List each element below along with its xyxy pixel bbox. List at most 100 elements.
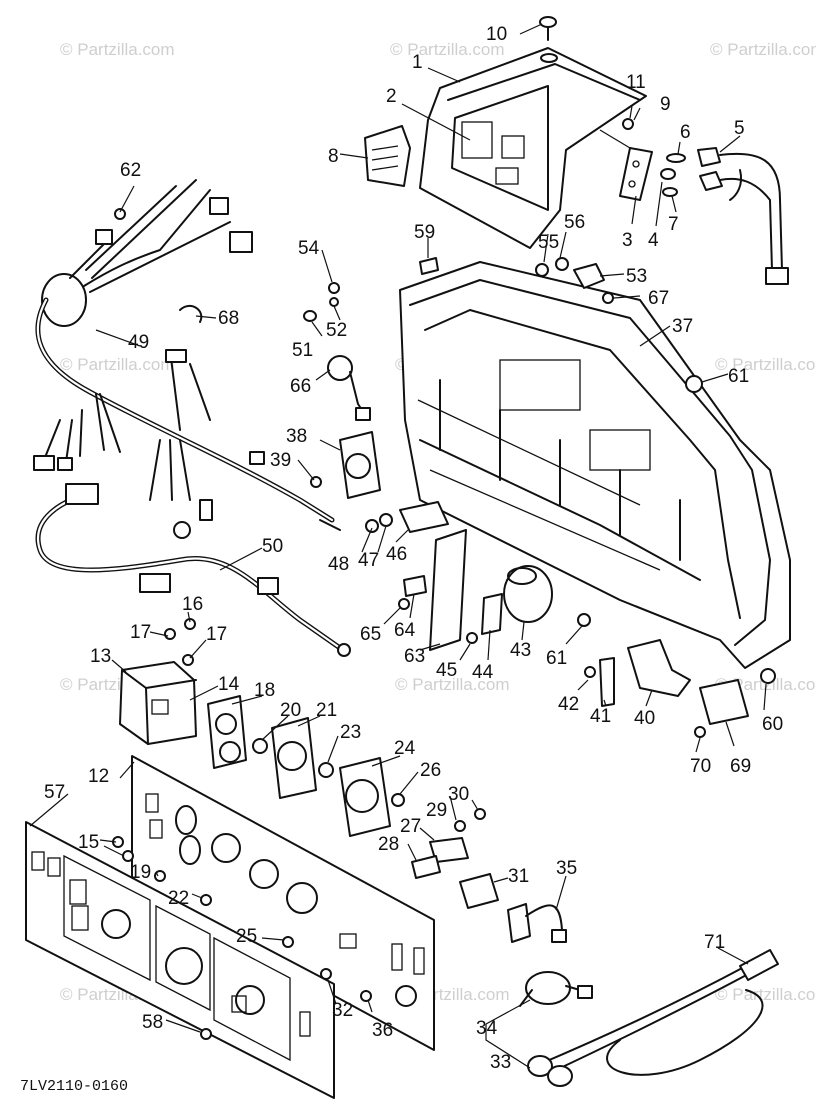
part-wiring-harness [33, 179, 351, 657]
callout-6: 6 [680, 122, 691, 143]
part-switches [411, 808, 567, 943]
callout-39: 39 [270, 450, 291, 471]
callout-65: 65 [360, 624, 381, 645]
part-front-plate [25, 821, 335, 1099]
callout-54: 54 [298, 238, 320, 259]
part-top-cover [419, 47, 647, 249]
part-small-hardware-top [303, 257, 614, 322]
part-frame [399, 261, 791, 669]
callout-13: 13 [90, 646, 111, 667]
watermark: © Partzilla.com [395, 675, 510, 694]
callout-35: 35 [556, 858, 577, 879]
callout-23: 23 [340, 722, 361, 743]
callout-34: 34 [476, 1018, 498, 1039]
callout-71: 71 [704, 932, 725, 953]
callout-46: 46 [386, 544, 407, 565]
callout-51: 51 [292, 340, 313, 361]
callout-22: 22 [168, 888, 189, 909]
callout-49: 49 [128, 332, 149, 353]
callout-29: 29 [426, 800, 447, 821]
part-plug-and-cord [519, 949, 779, 1087]
part-receptacles [207, 695, 405, 837]
callout-44: 44 [472, 662, 494, 683]
callout-31: 31 [508, 866, 529, 887]
part-lower-right-components [577, 375, 776, 738]
callout-60: 60 [762, 714, 783, 735]
watermark: © Partzilla.com [60, 355, 175, 374]
callout-66: 66 [290, 376, 311, 397]
callout-19: 19 [130, 862, 151, 883]
callout-11: 11 [626, 72, 646, 93]
watermark: © Partzilla.com [715, 355, 816, 374]
watermark: © Partzilla.com [60, 40, 175, 59]
callout-26: 26 [420, 760, 441, 781]
callout-47: 47 [358, 550, 379, 571]
callout-63: 63 [404, 646, 425, 667]
callout-55: 55 [538, 232, 559, 253]
callout-18: 18 [254, 680, 275, 701]
callout-25: 25 [236, 926, 257, 947]
callout-27: 27 [400, 816, 421, 837]
callout-37: 37 [672, 316, 693, 337]
callout-30: 30 [448, 784, 469, 805]
callout-69: 69 [730, 756, 751, 777]
callout-57: 57 [44, 782, 65, 803]
callout-33: 33 [490, 1052, 511, 1073]
parts-drawing [25, 16, 791, 1099]
callout-50: 50 [262, 536, 283, 557]
callout-17a: 17 [130, 622, 151, 643]
callout-62: 62 [120, 160, 141, 181]
callout-24: 24 [394, 738, 416, 759]
watermark: © Partzilla.com [390, 40, 505, 59]
callout-43: 43 [510, 640, 531, 661]
callout-67: 67 [648, 288, 669, 309]
callout-1: 1 [412, 52, 423, 73]
callout-53: 53 [626, 266, 647, 287]
part-screw-10 [539, 16, 557, 41]
callout-61a: 61 [728, 366, 749, 387]
callout-59: 59 [414, 222, 435, 243]
callout-14: 14 [218, 674, 240, 695]
callout-28: 28 [378, 834, 399, 855]
callout-17b: 17 [206, 624, 227, 645]
callout-64: 64 [394, 620, 416, 641]
leader-lines [29, 23, 767, 1069]
callout-48: 48 [328, 554, 349, 575]
callout-38: 38 [286, 426, 307, 447]
callout-61b: 61 [546, 648, 567, 669]
callout-56: 56 [564, 212, 585, 233]
watermark: © Partzilla.com [715, 985, 816, 1004]
callout-10: 10 [486, 24, 507, 45]
callout-20: 20 [280, 700, 301, 721]
part-internal-components [310, 355, 553, 651]
callout-21: 21 [316, 700, 337, 721]
callout-2: 2 [386, 86, 397, 107]
callout-70: 70 [690, 756, 711, 777]
callout-32: 32 [332, 1000, 353, 1021]
callout-4: 4 [648, 230, 659, 251]
callout-8: 8 [328, 146, 339, 167]
part-screws [112, 836, 372, 1040]
callout-36: 36 [372, 1020, 393, 1041]
callout-45: 45 [436, 660, 457, 681]
part-circuit-breaker [119, 618, 197, 745]
callout-labels: 10 1 2 8 11 9 5 6 3 4 7 56 55 59 54 53 6… [20, 24, 783, 1095]
callout-16: 16 [182, 594, 203, 615]
part-pilot-lamp [697, 147, 789, 285]
part-control-panel [131, 755, 435, 1051]
callout-68: 68 [218, 308, 239, 329]
callout-5: 5 [734, 118, 745, 139]
callout-42: 42 [558, 694, 579, 715]
callout-9: 9 [660, 94, 671, 115]
diagram-code: 7LV2110-0160 [20, 1078, 128, 1095]
callout-41: 41 [590, 706, 611, 727]
part-label-plate [364, 125, 411, 187]
callout-52: 52 [326, 320, 347, 341]
callout-15: 15 [78, 832, 99, 853]
watermark: © Partzilla.com [710, 40, 816, 59]
part-bracket [619, 118, 686, 201]
callout-12: 12 [88, 766, 109, 787]
callout-7: 7 [668, 214, 679, 235]
callout-58: 58 [142, 1012, 163, 1033]
